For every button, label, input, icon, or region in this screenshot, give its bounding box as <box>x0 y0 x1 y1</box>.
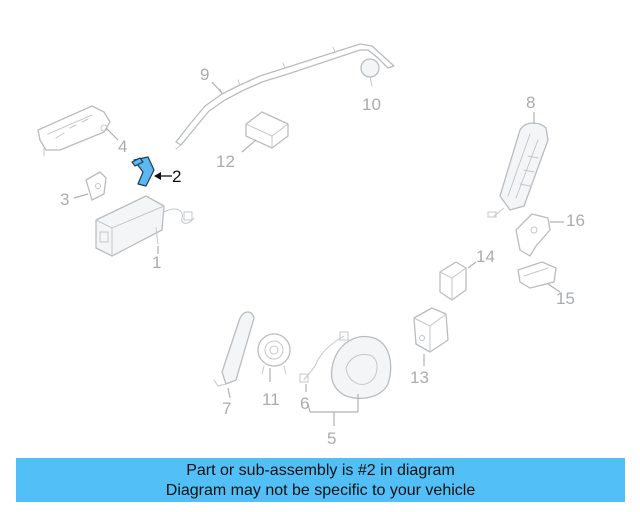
callout-4: 4 <box>118 137 127 156</box>
part-14-sensor[interactable] <box>439 261 467 301</box>
part-5-driver-airbag[interactable] <box>330 335 392 399</box>
part-10-sensor[interactable] <box>360 58 380 87</box>
parts-diagram: 9 10 4 12 2 3 1 <box>37 43 585 448</box>
callout-6: 6 <box>300 394 309 413</box>
banner-line-disclaimer: Diagram may not be specific to your vehi… <box>165 482 476 499</box>
part-12-module[interactable] <box>245 111 289 149</box>
part-8-side-airbag[interactable] <box>487 122 549 218</box>
callout-3: 3 <box>60 190 69 209</box>
callout-16: 16 <box>566 211 585 230</box>
part-1-airbag-module[interactable] <box>95 195 195 257</box>
part-13-sensor[interactable] <box>413 307 449 353</box>
callout-14: 14 <box>476 247 495 266</box>
info-banner: Part or sub-assembly is #2 in diagram Di… <box>16 458 625 502</box>
callout-11: 11 <box>262 390 280 409</box>
callout-5: 5 <box>327 429 336 448</box>
callout-10: 10 <box>362 95 381 114</box>
part-16-bracket[interactable] <box>515 213 551 257</box>
callout-12: 12 <box>216 152 235 171</box>
part-7-airbag-strip[interactable] <box>213 311 255 387</box>
callout-9: 9 <box>200 65 209 84</box>
callout-7: 7 <box>222 399 231 418</box>
part-6-harness[interactable] <box>299 331 349 383</box>
part-3-bracket[interactable] <box>85 171 107 201</box>
callout-2: 2 <box>172 167 181 186</box>
part-15-sensor[interactable] <box>517 261 557 289</box>
part-4-bracket[interactable] <box>37 105 111 157</box>
part-2-highlighted[interactable] <box>131 156 155 187</box>
callout-15: 15 <box>556 289 575 308</box>
callout-13: 13 <box>410 368 429 387</box>
callout-1: 1 <box>152 253 161 272</box>
callout-8: 8 <box>526 93 535 112</box>
banner-line-part: Part or sub-assembly is #2 in diagram <box>186 462 455 479</box>
part-11-clockspring[interactable] <box>257 333 291 375</box>
